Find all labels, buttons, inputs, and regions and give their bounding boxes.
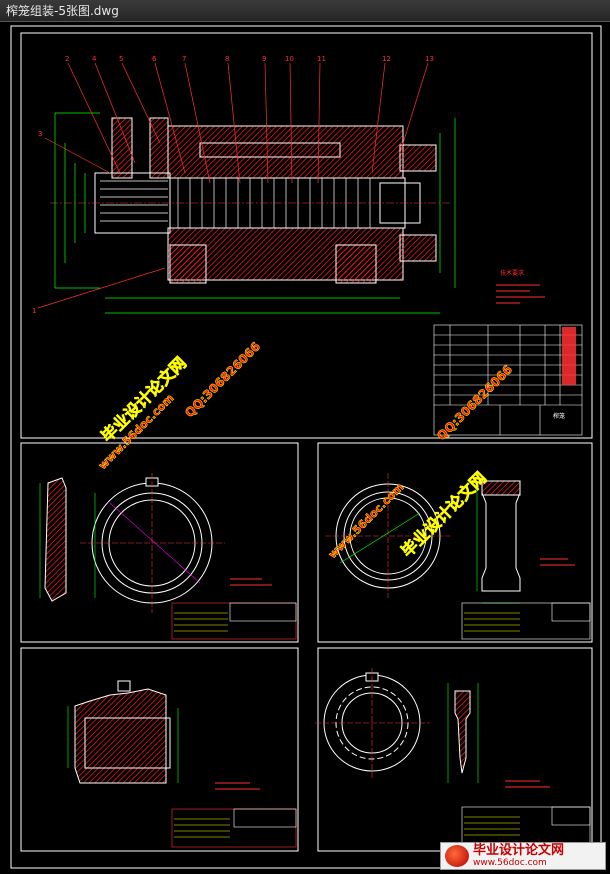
- sheet-5-frame: [317, 647, 593, 852]
- part-number: 4: [92, 55, 97, 63]
- part-number: 8: [225, 55, 229, 63]
- part-number: 12: [382, 55, 391, 63]
- drawing-svg: 2 4 5 6 7 8 9 10 11 12 13 3 1 技术要求: [10, 25, 602, 869]
- watermark-qq: QQ:306826066: [434, 362, 515, 443]
- sheet-1-frame: [20, 32, 593, 439]
- sheet-4-screw: [67, 680, 297, 848]
- notes-header: 技术要求: [500, 269, 524, 277]
- logo-url: www.56doc.com: [473, 858, 547, 868]
- part-number: 13: [425, 55, 434, 63]
- parts-list: [433, 324, 583, 436]
- part-number: 11: [317, 55, 326, 63]
- part-number: 9: [262, 55, 266, 63]
- sheet-3-frame: [317, 442, 593, 643]
- part-number: 10: [285, 55, 294, 63]
- part-number: 3: [38, 130, 42, 138]
- watermark-qq: QQ:306826066: [182, 339, 263, 420]
- technical-notes: 技术要求: [496, 269, 545, 304]
- site-logo: 毕业设计论文网 www.56doc.com: [440, 842, 606, 870]
- title-block-name: 榨笼: [553, 412, 565, 420]
- outer-frame: [10, 25, 602, 869]
- sheet-5-spline: [315, 668, 591, 848]
- sheet-3-nut: [325, 473, 591, 640]
- part-number: 5: [119, 55, 123, 63]
- part-number: 2: [65, 55, 69, 63]
- sheet-2-frame: [20, 442, 299, 643]
- watermark-site: 毕业设计论文网: [397, 468, 490, 561]
- drawing-canvas[interactable]: 2 4 5 6 7 8 9 10 11 12 13 3 1 技术要求: [0, 23, 610, 874]
- window-title: 榨笼组装-5张图.dwg: [0, 0, 610, 22]
- sheet-4-frame: [20, 647, 299, 852]
- part-number: 1: [32, 307, 36, 315]
- watermark: 毕业设计论文网 www.56doc.com QQ:306826066 毕业设计论…: [96, 339, 516, 561]
- logo-icon: [445, 845, 469, 867]
- sheet-2-ring: [39, 473, 297, 640]
- part-number: 6: [152, 55, 157, 63]
- assembly-drawing: 2 4 5 6 7 8 9 10 11 12 13 3 1 技术要求: [32, 55, 583, 436]
- logo-name: 毕业设计论文网: [473, 843, 565, 858]
- part-number: 7: [182, 55, 186, 63]
